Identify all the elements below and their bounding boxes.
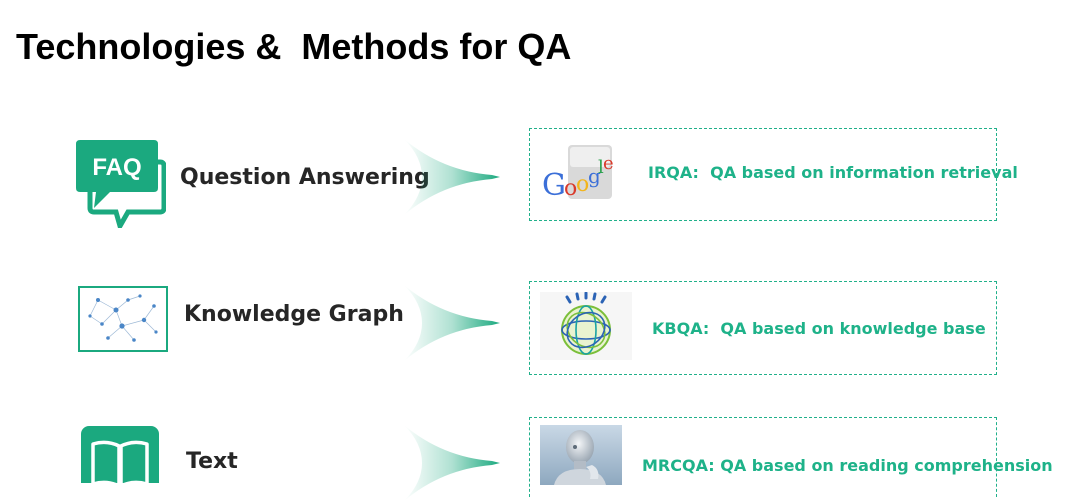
svg-text:l: l (598, 157, 604, 178)
faq-chat-bubble-icon: FAQ (76, 140, 167, 233)
kbqa-box: KBQA: QA based on knowledge base (529, 281, 997, 375)
mrcqa-box: MRCQA: QA based on reading comprehension (529, 417, 1053, 497)
irqa-box: G o o g l e IRQA: QA based on informatio… (529, 128, 1018, 221)
google-logo-icon: G o o g l e (540, 145, 620, 205)
arrow-3-icon (404, 425, 500, 501)
mrcqa-text: MRCQA: QA based on reading comprehension (642, 456, 1053, 475)
row-label-knowledge-graph: Knowledge Graph (184, 302, 404, 327)
robot-thinking-image (540, 425, 622, 485)
open-book-icon (81, 426, 159, 483)
svg-text:G: G (542, 168, 566, 203)
irqa-text: IRQA: QA based on information retrieval (648, 163, 1018, 182)
svg-text:o: o (564, 176, 577, 201)
row-label-question-answering: Question Answering (180, 165, 430, 190)
ibm-watson-globe-icon (540, 291, 632, 360)
arrow-2-icon (404, 285, 500, 361)
kbqa-text: KBQA: QA based on knowledge base (652, 319, 986, 338)
svg-text:o: o (576, 172, 589, 197)
arrow-1-icon (404, 139, 500, 215)
row-label-text: Text (186, 449, 238, 474)
svg-text:g: g (588, 164, 601, 188)
faq-icon-text: FAQ (92, 154, 141, 181)
page-title: Technologies & Methods for QA (16, 26, 572, 67)
svg-text:e: e (603, 153, 614, 174)
knowledge-graph-network-icon (78, 286, 168, 352)
